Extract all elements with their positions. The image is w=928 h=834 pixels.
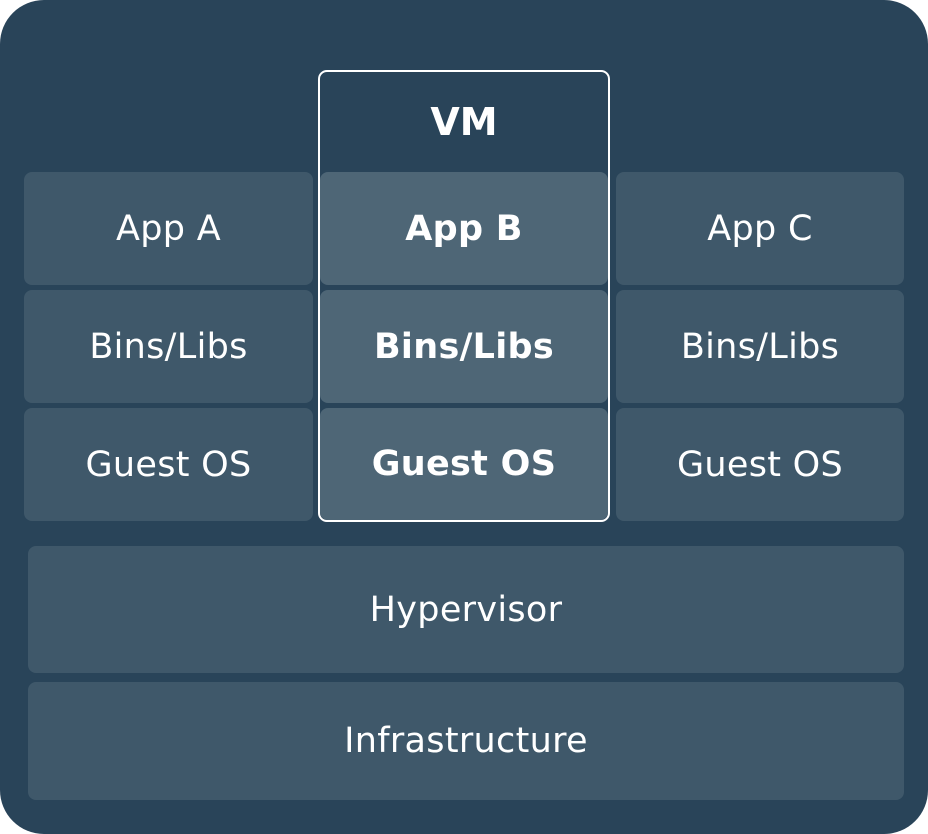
vm-label: VM [430, 100, 498, 144]
hypervisor-block: Hypervisor [28, 546, 904, 673]
app-c-block: App C [616, 172, 904, 285]
infrastructure-block: Infrastructure [28, 682, 904, 800]
guest-os-a-block: Guest OS [24, 408, 313, 521]
guest-os-c-block: Guest OS [616, 408, 904, 521]
app-b-block: App B [320, 172, 608, 285]
guest-os-b-block: Guest OS [320, 408, 608, 520]
bins-libs-b-block: Bins/Libs [320, 290, 608, 403]
bins-libs-c-block: Bins/Libs [616, 290, 904, 403]
bins-libs-a-block: Bins/Libs [24, 290, 313, 403]
app-a-block: App A [24, 172, 313, 285]
